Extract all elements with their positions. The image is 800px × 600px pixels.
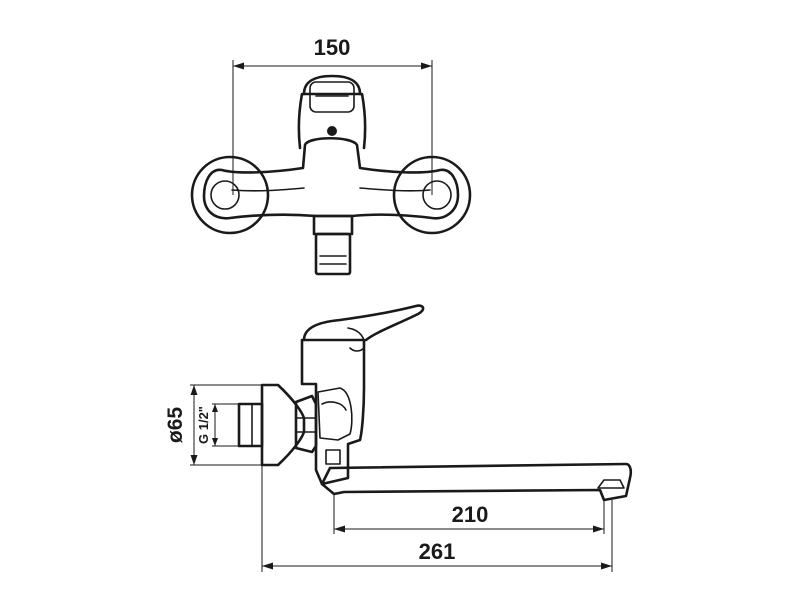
dim-261-label: 261: [419, 539, 456, 564]
spout-outlet: [597, 479, 625, 489]
side-view: ø65 G 1/2" 210 261: [164, 304, 633, 572]
mixer-body-side: [300, 338, 366, 486]
dim-thread-arrow-top: [212, 404, 218, 412]
right-fitting: [422, 180, 452, 210]
dim-thread-label: G 1/2": [196, 406, 211, 444]
mixer-body-top: [202, 136, 460, 220]
spout: [320, 462, 633, 502]
lever-hinge: [347, 327, 366, 352]
connector-nipple: [237, 402, 264, 448]
dim-150-arrow-right: [421, 62, 432, 70]
left-fitting: [210, 180, 240, 210]
set-screw-icon: [327, 126, 337, 136]
left-arm-inner: [231, 187, 305, 192]
dim-65-label: ø65: [164, 407, 187, 444]
lever-face: [309, 81, 355, 113]
dim-210-label: 210: [452, 502, 489, 527]
diverter-block: [325, 449, 341, 465]
cartridge-housing: [297, 92, 367, 150]
aerator-lines: [319, 255, 347, 265]
dim-thread-arrow-bottom: [212, 438, 218, 446]
wall-flange: [260, 383, 306, 467]
lever-top: [302, 74, 362, 96]
outlet-nut: [312, 214, 354, 236]
cartridge-cap: [317, 387, 353, 441]
dim-65-arrow-top: [190, 385, 198, 395]
top-view: 150: [190, 35, 472, 276]
left-rosette: [190, 155, 270, 235]
dim-150-label: 150: [314, 35, 351, 60]
dim-150-arrow-left: [233, 62, 244, 70]
dim-210-arrow-right: [593, 525, 604, 533]
lever-side: [302, 304, 425, 342]
outlet-aerator: [314, 232, 352, 276]
cap-detail: [321, 401, 347, 411]
dim-210-arrow-left: [334, 525, 345, 533]
dim-261-arrow-left: [262, 562, 273, 570]
dim-261-arrow-right: [601, 562, 612, 570]
dim-65-arrow-bottom: [190, 455, 198, 465]
